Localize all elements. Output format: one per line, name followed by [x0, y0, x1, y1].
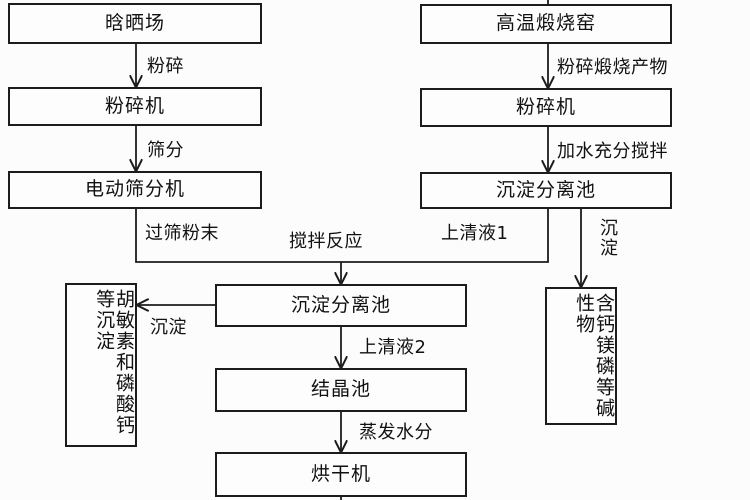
edge-label-add-water-stir: 加水充分搅拌 — [557, 141, 668, 162]
node-calcining-kiln[interactable]: 高温煅烧窑 — [420, 4, 672, 44]
node-humic-precipitate[interactable]: 胡敏素和磷酸钙等沉淀 — [65, 283, 137, 447]
node-crystallizer[interactable]: 结晶池 — [215, 368, 467, 412]
edge-label-precipitate-left: 沉淀 — [150, 317, 187, 338]
edge-label-supernatant-2: 上清液2 — [359, 337, 427, 358]
edge-label-supernatant-1: 上清液1 — [441, 223, 509, 244]
edge-label-sieved-powder: 过筛粉末 — [145, 223, 219, 244]
edge-label-stir-reaction: 搅拌反应 — [289, 231, 363, 252]
edge-label-sieving: 筛分 — [147, 140, 184, 161]
node-crusher-left[interactable]: 粉碎机 — [8, 87, 262, 126]
node-dryer[interactable]: 烘干机 — [215, 452, 467, 497]
edge-label-evaporate-water: 蒸发水分 — [359, 422, 433, 443]
node-settling-tank-middle[interactable]: 沉淀分离池 — [215, 284, 467, 327]
node-electric-sieve[interactable]: 电动筛分机 — [8, 171, 262, 209]
node-alkaline-residue[interactable]: 含钙镁磷等碱性物 — [545, 287, 617, 425]
node-settling-tank-right[interactable]: 沉淀分离池 — [420, 172, 672, 209]
edge-label-crushed-calcined-product: 粉碎煅烧产物 — [557, 57, 668, 78]
edge-label-precipitate-right: 沉淀 — [597, 218, 618, 258]
node-crusher-right[interactable]: 粉碎机 — [420, 88, 672, 127]
edge-label-crush: 粉碎 — [147, 56, 184, 77]
node-drying-yard[interactable]: 晗晒场 — [8, 3, 262, 44]
